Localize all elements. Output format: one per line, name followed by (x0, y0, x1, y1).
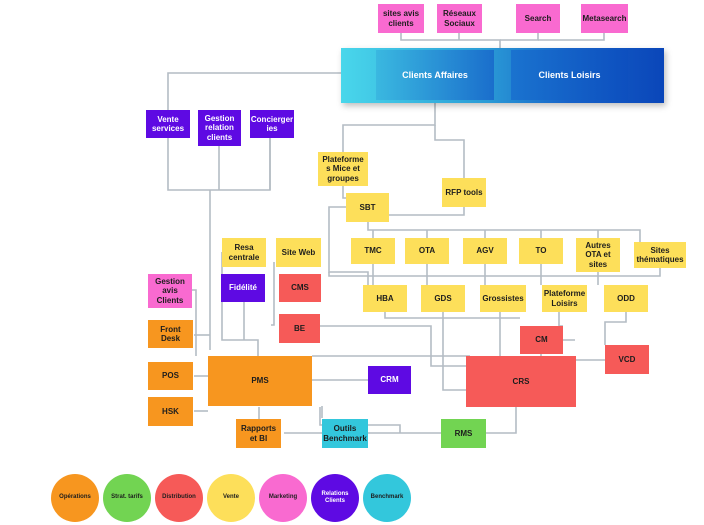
legend-distribution: Distribution (155, 474, 203, 522)
connector-metasearch (538, 33, 605, 41)
connector-hba-to-cm (384, 312, 520, 319)
connector-sites-avis-clients (400, 33, 501, 48)
crs-box: CRS (466, 356, 576, 407)
autres-ota-box: Autres OTA et sites (576, 238, 620, 272)
agv-box: AGV (463, 238, 507, 264)
site-web-box: Site Web (276, 238, 321, 267)
ota-box: OTA (405, 238, 449, 264)
be-box: BE (279, 314, 320, 343)
reseaux-sociaux-box: Réseaux Sociaux (437, 4, 482, 33)
rfp-tools-box: RFP tools (442, 178, 486, 207)
front-desk-box: Front Desk (148, 320, 193, 348)
to-box: TO (519, 238, 563, 264)
gestion-relation-clients-box: Gestion relation clients (198, 110, 241, 146)
vente-services-box: Vente services (146, 110, 190, 138)
sites-thematiques-box: Sites thématiques (634, 242, 686, 268)
legend-relations-clients: Relations Clients (311, 474, 359, 522)
clients-loisirs-box: Clients Loisirs (511, 50, 628, 100)
connector-rfp-to-sbt (386, 207, 465, 216)
grossistes-box: Grossistes (480, 285, 526, 312)
rms-box: RMS (441, 419, 486, 448)
legend-benchmark: Benchmark (363, 474, 411, 522)
resa-centrale-box: Resa centrale (222, 238, 266, 267)
pms-box: PMS (208, 356, 312, 406)
tmc-box: TMC (351, 238, 395, 264)
gestion-avis-clients-box: Gestion avis Clients (148, 274, 192, 308)
plateformes-mice-box: Plateforme s Mice et groupes (318, 152, 368, 186)
cm-box: CM (520, 326, 563, 354)
vcd-box: VCD (605, 345, 649, 374)
search-box: Search (516, 4, 560, 33)
connector-plateforme-to-cm (558, 312, 563, 327)
legend-operations: Opérations (51, 474, 99, 522)
connector-search (500, 33, 539, 41)
legend-marketing: Marketing (259, 474, 307, 522)
odd-box: ODD (604, 285, 648, 312)
connector-sales-bus (367, 222, 641, 242)
connector-crs-to-be (320, 325, 467, 367)
plateforme-loisirs-box: Plateforme Loisirs (542, 285, 587, 312)
connector-sites-thematiques (328, 268, 661, 277)
connector-rms-to-crs (486, 407, 517, 434)
gds-box: GDS (421, 285, 465, 312)
connector-resa-to-pms (221, 252, 259, 356)
clients-affaires-box: Clients Affaires (376, 50, 494, 100)
connector-clients-to-vente (167, 72, 341, 110)
cms-box: CMS (279, 274, 321, 302)
connector-clients-to-rfp (434, 125, 465, 178)
outils-benchmark-box: Outils Benchmark (322, 419, 368, 448)
crm-box: CRM (368, 366, 411, 394)
legend-strat-tarifs: Strat. tarifs (103, 474, 151, 522)
hsk-box: HSK (148, 397, 193, 426)
metasearch-box: Metasearch (581, 4, 628, 33)
fidelite-box: Fidélité (221, 274, 265, 302)
connector-be-to-site-web (271, 262, 275, 326)
legend-vente: Vente (207, 474, 255, 522)
pos-box: POS (148, 362, 193, 390)
connector-gds-to-crs (442, 312, 466, 391)
rapports-bi-box: Rapports et BI (236, 419, 281, 448)
connector-odd-to-vcd (604, 312, 627, 345)
connector-clients-to-mice (342, 103, 436, 152)
hba-box: HBA (363, 285, 407, 312)
conciergeries-box: Concierger ies (250, 110, 294, 138)
sites-avis-clients-box: sites avis clients (378, 4, 424, 33)
sbt-box: SBT (346, 193, 389, 222)
